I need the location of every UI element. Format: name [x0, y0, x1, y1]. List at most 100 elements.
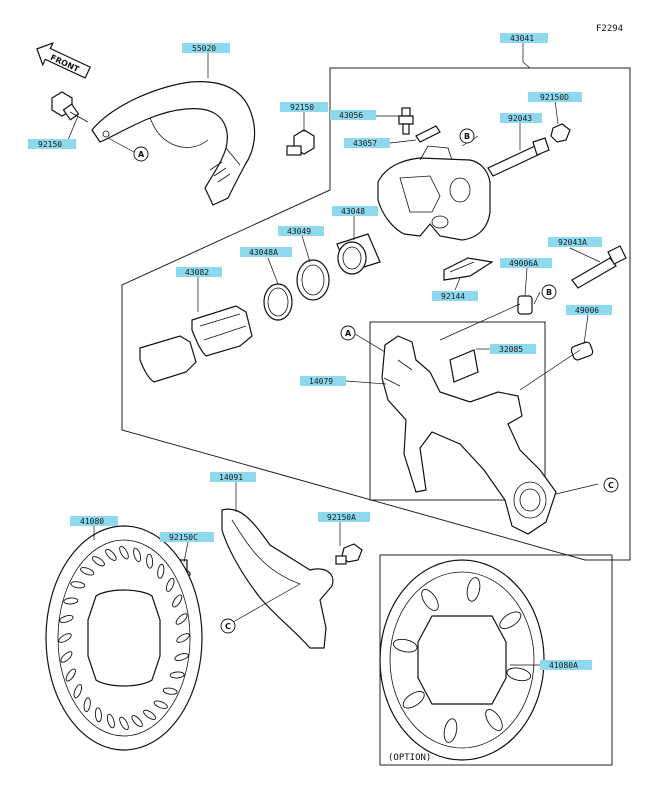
disc-slot: [58, 633, 72, 643]
seal-43049[interactable]: [296, 259, 330, 301]
disc-slot: [133, 547, 142, 563]
disc-slot: [80, 567, 95, 576]
label-92150-left[interactable]: 92150: [28, 139, 76, 149]
label-55020[interactable]: 55020: [182, 43, 230, 53]
disc-window: [402, 691, 425, 709]
label-92150a[interactable]: 92150A: [318, 512, 370, 522]
label-14079[interactable]: 14079: [300, 376, 346, 386]
brake-pads-43082[interactable]: [139, 305, 253, 383]
disc-slot: [146, 553, 154, 569]
disc-window: [443, 718, 458, 743]
label-49006[interactable]: 49006: [566, 305, 612, 315]
cap-43057[interactable]: [415, 125, 441, 143]
svg-text:43041: 43041: [510, 34, 534, 43]
label-41080[interactable]: 41080: [70, 516, 118, 526]
label-43082[interactable]: 43082: [176, 267, 222, 277]
bolt-92150-right[interactable]: [286, 129, 315, 156]
svg-text:92043A: 92043A: [558, 238, 587, 247]
label-32085[interactable]: 32085: [490, 344, 536, 354]
label-43049[interactable]: 43049: [278, 226, 324, 236]
label-43056[interactable]: 43056: [330, 110, 376, 120]
svg-text:B: B: [546, 288, 552, 297]
svg-text:14091: 14091: [219, 473, 243, 482]
bolt-92150d[interactable]: [550, 123, 571, 143]
disc-guard-14091[interactable]: [221, 508, 334, 649]
disc-slot: [63, 597, 79, 605]
svg-text:49006A: 49006A: [509, 259, 538, 268]
disc-slot: [60, 651, 73, 663]
disc-slot: [169, 671, 185, 679]
label-43057[interactable]: 43057: [344, 138, 390, 148]
bolt-92150-left[interactable]: [51, 91, 89, 123]
disc-slot: [172, 594, 183, 608]
label-43048a[interactable]: 43048A: [240, 247, 292, 257]
label-41080a[interactable]: 41080A: [540, 660, 592, 670]
svg-text:92150: 92150: [38, 140, 62, 149]
disc-slots: [58, 546, 190, 730]
seal-43048a[interactable]: [263, 283, 293, 321]
disc-slot: [65, 668, 76, 682]
caliper-bracket-14079[interactable]: [381, 335, 557, 535]
bolt-92150a[interactable]: [335, 543, 363, 565]
clip-32085[interactable]: [449, 349, 479, 383]
ref-b-boot: B: [541, 284, 557, 300]
disc-windows: [392, 577, 532, 743]
bleeder-43056[interactable]: [398, 107, 414, 135]
disc-slot: [70, 581, 86, 589]
ref-a-guard: A: [133, 146, 149, 162]
ref-a-bracket: A: [340, 325, 356, 341]
ref-c-bracket: C: [603, 477, 619, 493]
label-92150c[interactable]: 92150C: [160, 532, 214, 542]
label-49006a[interactable]: 49006A: [500, 258, 552, 268]
option-frame: [379, 554, 613, 766]
label-92150d[interactable]: 92150D: [528, 92, 582, 102]
svg-text:43082: 43082: [185, 268, 209, 277]
label-92144[interactable]: 92144: [432, 291, 478, 301]
svg-text:43048: 43048: [341, 207, 365, 216]
label-92043a[interactable]: 92043A: [548, 237, 602, 247]
label-43048[interactable]: 43048: [332, 206, 378, 216]
brake-disc-41080[interactable]: [45, 525, 203, 751]
disc-slot: [176, 633, 190, 643]
boot-49006[interactable]: [570, 341, 594, 361]
svg-text:41080: 41080: [80, 517, 104, 526]
figure-code: F2294: [596, 24, 623, 34]
disc-window: [392, 638, 418, 653]
disc-guard-55020[interactable]: [91, 81, 256, 206]
disc-window: [421, 589, 439, 611]
ref-c-guard: C: [220, 618, 236, 634]
pin-92043a[interactable]: [571, 245, 627, 289]
disc-slot: [106, 713, 115, 729]
svg-text:49006: 49006: [575, 306, 599, 315]
svg-text:14079: 14079: [309, 377, 333, 386]
disc-window: [466, 577, 481, 602]
svg-text:92150A: 92150A: [327, 513, 356, 522]
disc-slot: [143, 709, 157, 720]
svg-text:C: C: [225, 622, 231, 631]
disc-slot: [91, 556, 105, 567]
svg-text:43057: 43057: [353, 139, 377, 148]
label-14091[interactable]: 14091: [210, 472, 256, 482]
label-43041[interactable]: 43041: [500, 33, 548, 43]
boot-49006a[interactable]: [517, 295, 533, 315]
svg-text:41080A: 41080A: [549, 661, 578, 670]
brake-disc-41080a[interactable]: [379, 559, 545, 761]
label-92150-right[interactable]: 92150: [280, 102, 328, 112]
piston-43048[interactable]: [336, 233, 381, 275]
svg-text:A: A: [138, 150, 145, 159]
svg-text:55020: 55020: [192, 44, 216, 53]
ref-b-caliper: B: [459, 128, 475, 144]
part-labels: 55020 92150 92150 43041 43056 43057 9215…: [28, 33, 612, 670]
pin-92043[interactable]: [487, 137, 550, 177]
disc-window: [485, 709, 503, 731]
caliper-assembly-frame: [121, 67, 631, 561]
front-arrow-icon: FRONT: [36, 42, 92, 79]
caliper-body[interactable]: [377, 145, 491, 241]
spring-92144[interactable]: [443, 257, 494, 281]
label-92043[interactable]: 92043: [500, 113, 542, 123]
disc-slot: [165, 577, 175, 592]
svg-text:C: C: [608, 481, 614, 490]
disc-slot: [94, 707, 102, 723]
disc-slot: [162, 687, 178, 695]
